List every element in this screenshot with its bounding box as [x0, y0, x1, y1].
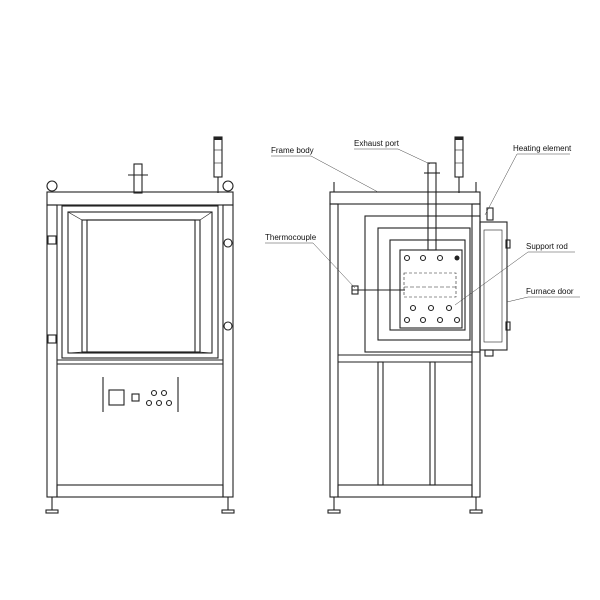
label-exhaust-port: Exhaust port: [354, 139, 400, 148]
display-screen: [108, 389, 125, 406]
label-thermocouple: Thermocouple: [265, 233, 317, 242]
section-view: [327, 136, 511, 514]
heating-elements: [403, 254, 461, 324]
door: [47, 205, 233, 359]
callout-thermocouple: Thermocouple: [265, 233, 356, 289]
controller: [131, 393, 140, 402]
callouts: Frame body Exhaust port Heating element …: [265, 139, 580, 306]
light-tower: [213, 136, 223, 193]
callout-heating-element: Heating element: [484, 144, 572, 216]
callout-frame-body: Frame body: [271, 146, 379, 193]
feet-section: [327, 497, 483, 514]
label-heating-element: Heating element: [513, 144, 572, 153]
furnace-door-section: [479, 207, 511, 357]
label-support-rod: Support rod: [526, 242, 568, 251]
light-tower-section: [454, 136, 464, 193]
exhaust-port: [424, 162, 440, 251]
callout-exhaust-port: Exhaust port: [354, 139, 431, 165]
control-panel: [102, 377, 179, 412]
support-rods: [403, 272, 457, 298]
front-view: [45, 136, 235, 514]
heating-chamber: [399, 249, 463, 329]
frame: [46, 191, 234, 498]
thermocouple: [351, 285, 405, 295]
furnace-body: [351, 215, 481, 353]
callout-furnace-door: Furnace door: [506, 287, 580, 303]
label-furnace-door: Furnace door: [526, 287, 574, 296]
callout-support-rod: Support rod: [454, 242, 575, 306]
feet: [45, 497, 235, 514]
eye-bolts: [46, 180, 234, 192]
label-frame-body: Frame body: [271, 146, 314, 155]
exhaust-pipe: [128, 163, 148, 194]
